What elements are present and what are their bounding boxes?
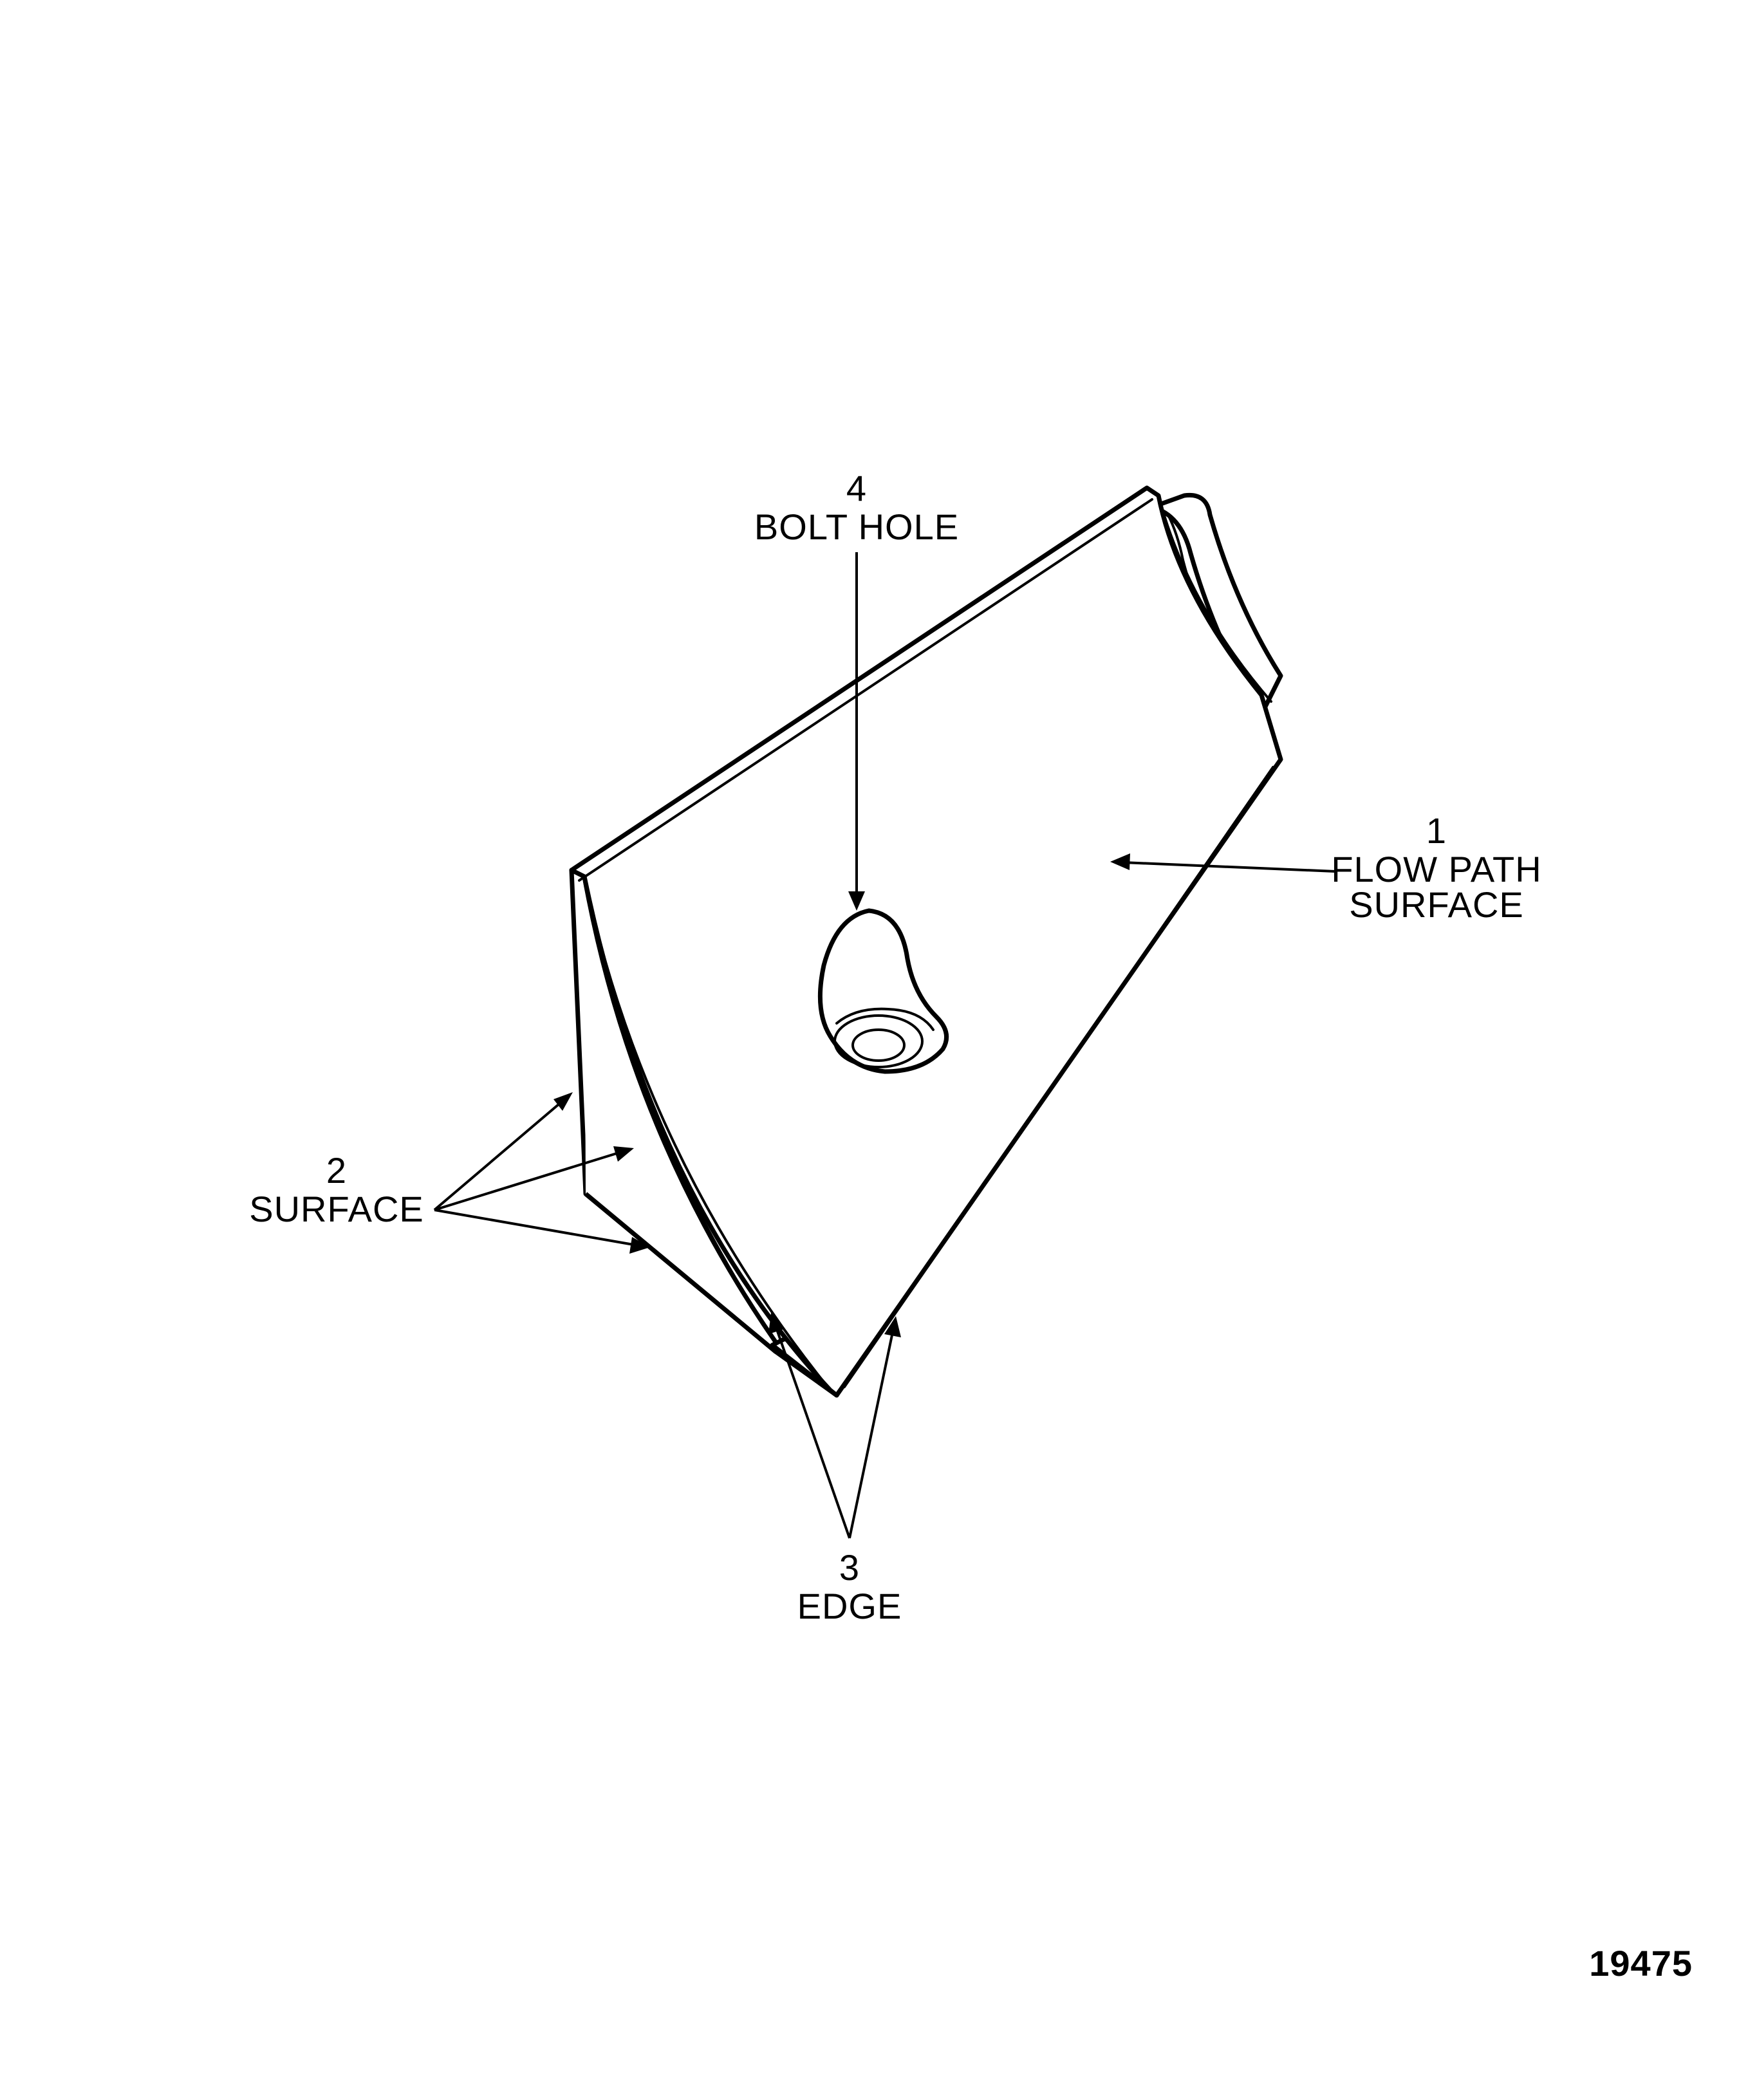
face-curve-line: [583, 875, 832, 1391]
figure-number: 19475: [1589, 1943, 1693, 1984]
callout-2-label: SURFACE: [249, 1189, 424, 1229]
callout-2-leaders: [433, 1092, 650, 1254]
top-edge: [578, 498, 1153, 882]
callout-3-leaders: [768, 1313, 901, 1539]
rear-profile: [1157, 494, 1272, 703]
callout-4-leader: [848, 552, 865, 911]
callout-2-number: 2: [326, 1150, 347, 1191]
callout-4-label: BOLT HOLE: [754, 506, 959, 547]
callout-2: 2 SURFACE: [249, 1150, 424, 1229]
callout-3-label: EDGE: [797, 1586, 902, 1626]
bolt-hole-shading: [835, 1007, 934, 1031]
callout-1-number: 1: [1426, 810, 1447, 851]
right-edge: [843, 766, 1274, 1388]
callout-1: 1 FLOW PATH SURFACE: [1331, 810, 1541, 925]
flow-path-face: [569, 485, 1283, 1398]
callout-3: 3 EDGE: [797, 1547, 902, 1626]
callout-1-label-line1: FLOW PATH: [1331, 849, 1541, 889]
callout-1-leader: [1110, 853, 1336, 873]
callout-4: 4 BOLT HOLE: [754, 468, 959, 547]
callout-4-number: 4: [846, 468, 867, 508]
bolt-hole-boss: [817, 908, 949, 1074]
flow-path-segment-part: [569, 485, 1283, 1398]
bolt-hole: [817, 908, 949, 1074]
bolt-hole-bore: [851, 1028, 906, 1062]
bolt-hole-counterbore: [833, 1014, 924, 1068]
callout-1-label-line2: SURFACE: [1349, 884, 1524, 925]
callout-3-number: 3: [839, 1547, 860, 1588]
